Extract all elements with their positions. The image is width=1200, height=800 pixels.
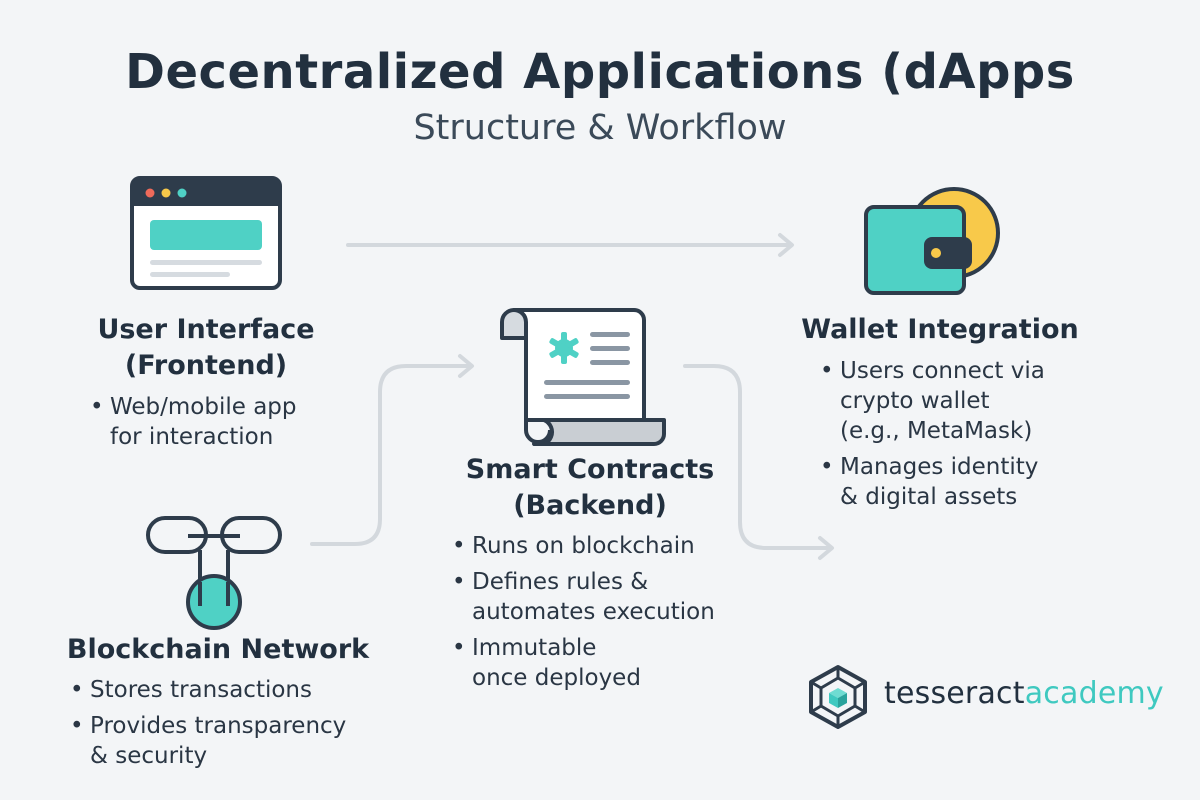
wallet-bullet: Users connect via crypto wallet (e.g., M… [818,356,1045,446]
chain-links-icon [146,516,282,630]
frontend-bullets: Web/mobile app for interaction [88,392,297,458]
browser-window-icon [130,176,282,290]
brand-word-academy: academy [1024,676,1164,711]
brand-word-tesseract: tesseract [884,676,1025,711]
page-title: Decentralized Applications (dApps [125,44,1075,100]
contracts-bullet: Runs on blockchain [450,531,715,561]
contracts-heading: Smart Contracts (Backend) [440,452,740,524]
tesseract-cube-icon [809,665,867,729]
frontend-heading-line1: User Interface [97,314,315,345]
brand-logo-text: tesseractacademy [884,676,1164,711]
contracts-heading-line1: Smart Contracts [465,454,715,485]
wallet-bullet: Manages identity & digital assets [818,452,1045,512]
contract-scroll-icon [500,308,666,446]
wallet-bullets: Users connect via crypto wallet (e.g., M… [818,356,1045,518]
page-subtitle: Structure & Workflow [413,108,787,148]
frontend-bullet: Web/mobile app for interaction [88,392,297,452]
wallet-icon [864,187,1000,295]
frontend-heading-line2: (Frontend) [124,350,288,381]
arrow-blockchain-to-contracts-head [458,354,474,378]
blockchain-bullets: Stores transactions Provides transparenc… [68,675,346,777]
blockchain-bullet: Provides transparency & security [68,711,346,771]
wallet-heading: Wallet Integration [801,314,1079,345]
arrow-contracts-to-wallet-head [818,536,834,560]
blockchain-bullet: Stores transactions [68,675,346,705]
arrow-frontend-to-wallet-head [778,233,794,257]
contracts-heading-line2: (Backend) [513,490,667,521]
contracts-bullets: Runs on blockchain Defines rules & autom… [450,531,715,699]
frontend-heading: User Interface (Frontend) [70,312,342,384]
arrow-blockchain-to-contracts [310,364,472,546]
contracts-bullet: Defines rules & automates execution [450,567,715,627]
arrow-contracts-to-wallet [683,364,832,550]
contracts-bullet: Immutable once deployed [450,633,715,693]
blockchain-heading: Blockchain Network [66,634,370,665]
